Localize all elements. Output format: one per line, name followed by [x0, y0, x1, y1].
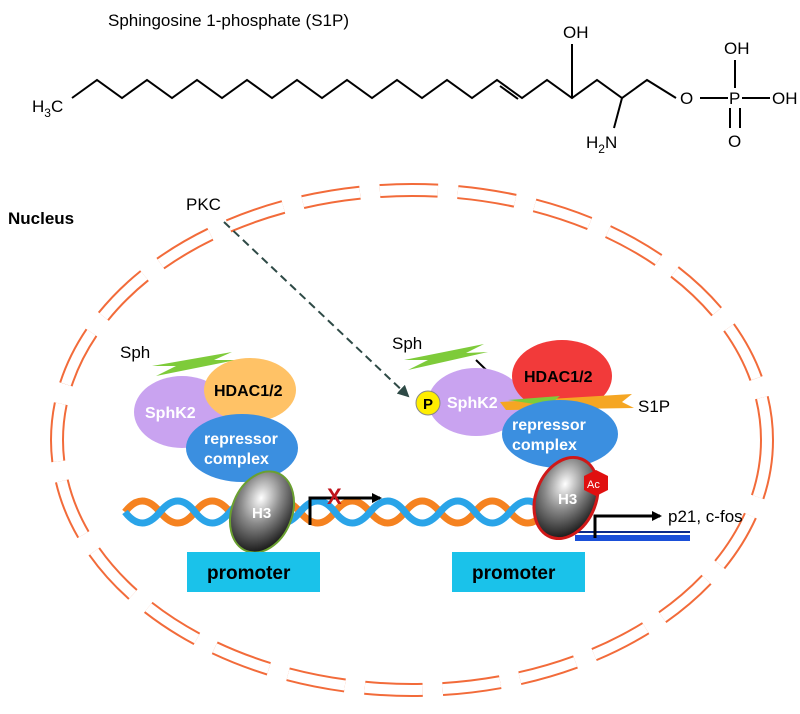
- pkc-phosphorylation-arrow: [223, 221, 410, 398]
- phosphate-hydroxyl-right: OH: [772, 89, 798, 108]
- pkc-label: PKC: [186, 195, 221, 214]
- svg-text:H3C: H3C: [32, 97, 63, 120]
- right-sph-label: Sph: [392, 334, 422, 353]
- right-sph-lipid-icon: [404, 344, 488, 370]
- left-histone-h3: [229, 470, 295, 554]
- phosphate-hydroxyl-top: OH: [724, 39, 750, 58]
- methyl-group: H3C: [32, 97, 63, 120]
- phospho-badge: [415, 390, 441, 416]
- left-promoter-box: [187, 552, 320, 592]
- right-transcription-arrow: [593, 511, 662, 538]
- nucleus-label: Nucleus: [8, 209, 74, 228]
- dna-double-helix: [122, 497, 690, 541]
- right-hdac-label: HDAC1/2: [524, 369, 593, 386]
- phosphate-oxygen-bottom: O: [728, 132, 741, 151]
- phospho-label: P: [423, 396, 433, 413]
- left-blocked-mark: X: [327, 484, 342, 509]
- left-hdac-label: HDAC1/2: [214, 383, 283, 400]
- left-repressor-node: [186, 414, 298, 482]
- right-repressor-line2: complex: [512, 437, 577, 454]
- right-histone-label: H3: [558, 491, 577, 508]
- acetyl-label: Ac: [587, 479, 600, 491]
- left-hdac-node: [204, 358, 296, 422]
- left-histone-label: H3: [252, 505, 271, 522]
- ester-oxygen-label: O: [680, 89, 693, 108]
- nuclear-membrane-inner: [52, 185, 772, 695]
- hydrocarbon-chain: [71, 44, 770, 129]
- left-sph-label: Sph: [120, 343, 150, 362]
- right-promoter-box: [452, 552, 585, 592]
- phosphorus-label: P: [729, 89, 740, 108]
- right-promoter-label: promoter: [472, 563, 556, 584]
- right-repressor-node: [502, 400, 618, 468]
- right-hdac-node: [512, 340, 612, 412]
- right-histone-h3: [532, 455, 600, 541]
- left-sph-lipid-icon: [152, 352, 236, 376]
- right-repressor-line1: repressor: [512, 417, 586, 434]
- hydroxyl-label: OH: [563, 23, 589, 42]
- right-sphk2-node: [428, 368, 524, 436]
- target-genes-label: p21, c-fos: [668, 507, 743, 526]
- right-sphk2-label: SphK2: [447, 395, 498, 412]
- molecule-title: Sphingosine 1-phosphate (S1P): [108, 11, 349, 30]
- left-promoter-label: promoter: [207, 563, 291, 584]
- left-blocked-transcription-arrow: [308, 493, 382, 525]
- left-repressor-line2: complex: [204, 451, 269, 468]
- amine-group: H2N: [586, 133, 617, 156]
- acetyl-badge: [584, 470, 608, 496]
- s1p-label: S1P: [638, 397, 670, 416]
- left-repressor-line1: repressor: [204, 431, 278, 448]
- svg-text:H2N: H2N: [586, 133, 617, 156]
- left-sphk2-label: SphK2: [145, 405, 196, 422]
